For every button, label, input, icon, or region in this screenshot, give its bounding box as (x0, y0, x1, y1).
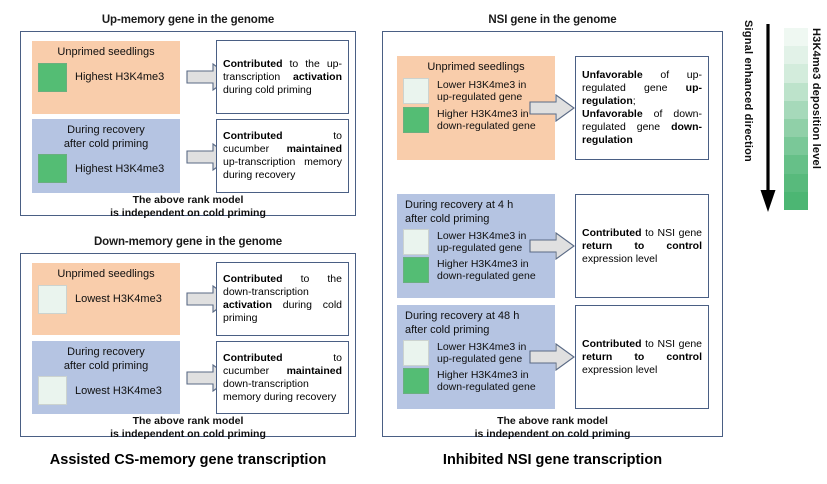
result-box-nsi-recovery-48h: Contributed to NSI gene return to contro… (575, 305, 709, 409)
swatch-label: Higher H3K4me3 in down-regulated gene (437, 369, 536, 393)
color-swatch-low-icon (403, 229, 429, 255)
condition-title: Unprimed seedlings (57, 46, 155, 58)
swatch-label: Lowest H3K4me3 (75, 384, 162, 397)
result-box-down-memory-unprimed: Contributed to the down-transcription ac… (216, 262, 349, 336)
condition-title: During recovery at 4 h after cold primin… (405, 199, 514, 225)
swatch-label: Higher H3K4me3 in down-regulated gene (437, 107, 536, 132)
h3k4me3-colorbar (784, 28, 808, 211)
color-swatch-high-icon (403, 257, 429, 283)
right-block-arrow-icon (529, 93, 575, 123)
result-text: Contributed to NSI gene return to contro… (582, 337, 702, 376)
result-text: Contributed to cucumber maintained up-tr… (223, 130, 342, 181)
swatch-label: Lower H3K4me3 in up-regulated gene (437, 341, 527, 365)
rank-model-note-nsi: The above rank model is independent on c… (474, 415, 631, 440)
result-box-nsi-recovery-4h: Contributed to NSI gene return to contro… (575, 194, 709, 298)
colorbar-step (784, 155, 808, 174)
result-text: Contributed to the down-transcription ac… (223, 273, 342, 324)
result-text: Contributed to NSI gene return to contro… (582, 226, 702, 265)
colorbar-step (784, 173, 808, 192)
condition-title: Unprimed seedlings (427, 61, 525, 73)
left-panel-section-2-heading: Down-memory gene in the genome (93, 236, 283, 248)
condition-block-unprimed-nsi: Unprimed seedlings Lower H3K4me3 in up-r… (397, 56, 555, 160)
right-panel-heading: NSI gene in the genome (488, 14, 617, 26)
h3k4me3-deposition-level-label: H3K4me3 deposition level (810, 28, 822, 170)
color-swatch-high-icon (38, 62, 67, 92)
color-swatch-low-icon (403, 340, 429, 366)
colorbar-step (784, 28, 808, 47)
colorbar-step (784, 82, 808, 101)
swatch-label: Highest H3K4me3 (75, 162, 165, 175)
swatch-label: Lower H3K4me3 in up-regulated gene (437, 230, 527, 254)
colorbar-step (784, 100, 808, 120)
result-text: Contributed to cucumber maintained down-… (223, 351, 342, 403)
color-swatch-high-icon (403, 368, 429, 394)
color-swatch-high-icon (38, 154, 67, 183)
right-block-arrow-icon (529, 342, 575, 372)
swatch-label: Lowest H3K4me3 (75, 293, 162, 305)
rank-model-note-up-memory: The above rank model is independent on c… (110, 194, 266, 219)
result-box-nsi-unprimed: Unfavorable of up-regulated gene up-regu… (575, 56, 709, 160)
condition-block-unprimed-down-memory: Unprimed seedlings Lowest H3K4me3 (32, 263, 180, 335)
condition-block-recovery-4h-nsi: During recovery at 4 h after cold primin… (397, 194, 555, 298)
colorbar-step (784, 191, 808, 211)
right-panel-caption: Inhibited NSI gene transcription (442, 452, 663, 468)
condition-block-recovery-48h-nsi: During recovery at 48 h after cold primi… (397, 305, 555, 409)
swatch-label: Highest H3K4me3 (75, 71, 165, 83)
rank-model-note-down-memory: The above rank model is independent on c… (110, 415, 266, 440)
colorbar-step (784, 119, 808, 138)
colorbar-step (784, 46, 808, 65)
result-box-up-memory-recovery: Contributed to cucumber maintained up-tr… (216, 119, 349, 193)
color-swatch-low-icon (38, 376, 67, 405)
swatch-label: Lower H3K4me3 in up-regulated gene (437, 78, 527, 103)
swatch-label: Higher H3K4me3 in down-regulated gene (437, 258, 536, 282)
colorbar-step (784, 137, 808, 156)
left-panel-section-1-heading: Up-memory gene in the genome (101, 14, 275, 26)
condition-title: During recovery at 48 h after cold primi… (405, 310, 520, 336)
colorbar-step (784, 64, 808, 83)
result-box-down-memory-recovery: Contributed to cucumber maintained down-… (216, 341, 349, 414)
result-box-up-memory-unprimed: Contributed to the up-transcription acti… (216, 40, 349, 114)
result-text: Unfavorable of up-regulated gene up-regu… (582, 69, 702, 146)
downward-arrow-icon (760, 24, 776, 212)
right-block-arrow-icon (529, 231, 575, 261)
condition-title: Unprimed seedlings (57, 268, 155, 280)
left-panel-caption: Assisted CS-memory gene transcription (49, 452, 327, 468)
color-swatch-low-icon (38, 284, 67, 314)
color-swatch-high-icon (403, 106, 429, 133)
color-swatch-low-icon (403, 77, 429, 104)
signal-enhanced-direction-label: Signal enhanced direction (742, 20, 754, 162)
result-text: Contributed to the up-transcription acti… (223, 57, 342, 96)
condition-block-unprimed-up-memory: Unprimed seedlings Highest H3K4me3 (32, 41, 180, 114)
